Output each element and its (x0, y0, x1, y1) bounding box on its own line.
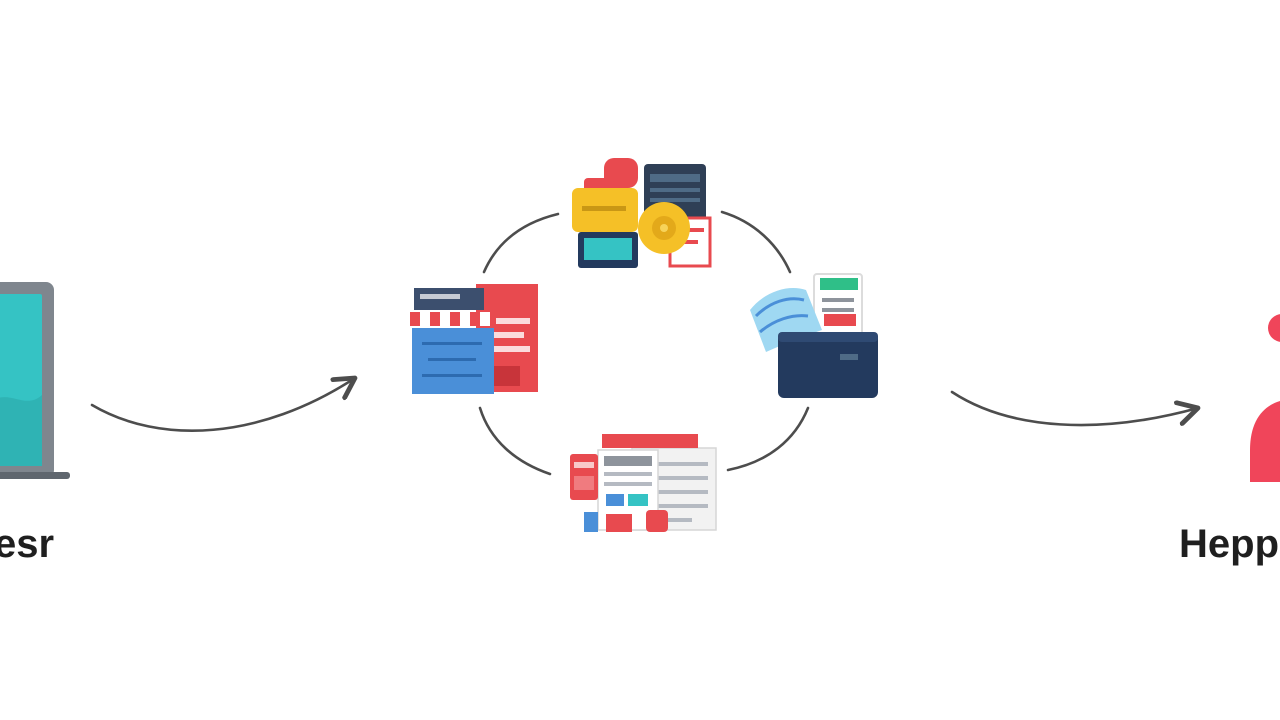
cycle-arc-bottom-left (478, 406, 552, 476)
arrow-right (950, 390, 1198, 427)
right-label: Hepp (1179, 522, 1279, 566)
person-icon (1250, 314, 1280, 482)
storefront-icon (410, 284, 538, 394)
cycle-arc-top-left (482, 212, 560, 274)
left-label: esr (0, 522, 55, 566)
arrow-left (90, 378, 355, 432)
payment-icon (750, 273, 878, 398)
documents-icon (570, 434, 717, 532)
products-icon (572, 158, 712, 268)
computer-icon (0, 282, 70, 479)
cycle-arc-bottom-right (726, 406, 810, 472)
cycle-arc-top-right (720, 210, 792, 274)
